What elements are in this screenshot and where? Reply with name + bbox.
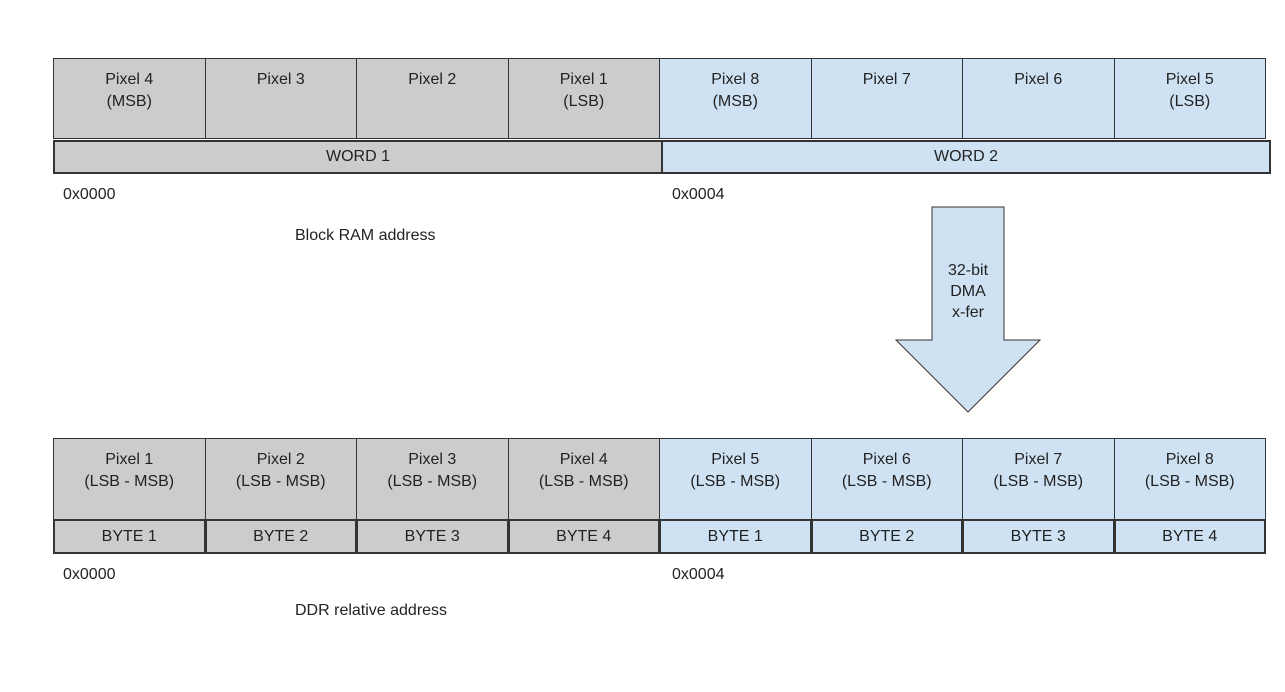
block-ram-pixel-cell: Pixel 3 xyxy=(204,58,357,139)
dma-arrow-shape xyxy=(894,206,1042,413)
ddr-byte-cell: BYTE 1 xyxy=(659,519,812,554)
word-2-cell: WORD 2 xyxy=(661,140,1271,174)
ddr-byte-cell: BYTE 3 xyxy=(962,519,1115,554)
ddr-byte-cell: BYTE 4 xyxy=(1113,519,1266,554)
ddr-pixel-cell: Pixel 7 (LSB - MSB) xyxy=(962,438,1115,520)
block-ram-pixel-cell: Pixel 6 xyxy=(962,58,1115,139)
ddr-address-4: 0x0004 xyxy=(672,566,725,583)
ddr-caption: DDR relative address xyxy=(295,602,448,619)
ddr-byte-cell: BYTE 1 xyxy=(53,519,206,554)
block-ram-pixel-cell: Pixel 2 xyxy=(356,58,509,139)
ddr-pixel-cell: Pixel 6 (LSB - MSB) xyxy=(810,438,963,520)
block-ram-pixel-cell: Pixel 7 xyxy=(810,58,963,139)
block-ram-pixel-cell: Pixel 8 (MSB) xyxy=(659,58,812,139)
ddr-pixel-row: Pixel 1 (LSB - MSB) Pixel 2 (LSB - MSB) … xyxy=(53,438,1273,521)
ddr-byte-cell: BYTE 3 xyxy=(356,519,509,554)
dma-arrow-label: 32-bit DMA x-fer xyxy=(947,262,989,321)
ddr-pixel-cell: Pixel 1 (LSB - MSB) xyxy=(53,438,206,520)
ddr-byte-cell: BYTE 4 xyxy=(507,519,660,554)
ddr-byte-cell: BYTE 2 xyxy=(204,519,357,554)
ddr-byte-cell: BYTE 2 xyxy=(810,519,963,554)
ddr-pixel-cell: Pixel 3 (LSB - MSB) xyxy=(356,438,509,520)
dma-arrow-icon xyxy=(894,206,1042,413)
ddr-pixel-cell: Pixel 5 (LSB - MSB) xyxy=(659,438,812,520)
block-ram-word-row: WORD 1 WORD 2 xyxy=(53,140,1273,174)
ddr-address-0: 0x0000 xyxy=(63,566,116,583)
block-ram-pixel-cell: Pixel 4 (MSB) xyxy=(53,58,206,139)
ddr-byte-row: BYTE 1 BYTE 2 BYTE 3 BYTE 4 BYTE 1 BYTE … xyxy=(53,519,1273,555)
block-ram-pixel-row: Pixel 4 (MSB) Pixel 3 Pixel 2 Pixel 1 (L… xyxy=(53,58,1273,140)
block-ram-caption: Block RAM address xyxy=(295,227,436,244)
block-ram-pixel-cell: Pixel 1 (LSB) xyxy=(507,58,660,139)
ddr-pixel-cell: Pixel 2 (LSB - MSB) xyxy=(204,438,357,520)
block-ram-address-4: 0x0004 xyxy=(672,186,725,203)
word-1-cell: WORD 1 xyxy=(53,140,663,174)
block-ram-pixel-cell: Pixel 5 (LSB) xyxy=(1113,58,1266,139)
block-ram-address-0: 0x0000 xyxy=(63,186,116,203)
ddr-pixel-cell: Pixel 4 (LSB - MSB) xyxy=(507,438,660,520)
ddr-pixel-cell: Pixel 8 (LSB - MSB) xyxy=(1113,438,1266,520)
